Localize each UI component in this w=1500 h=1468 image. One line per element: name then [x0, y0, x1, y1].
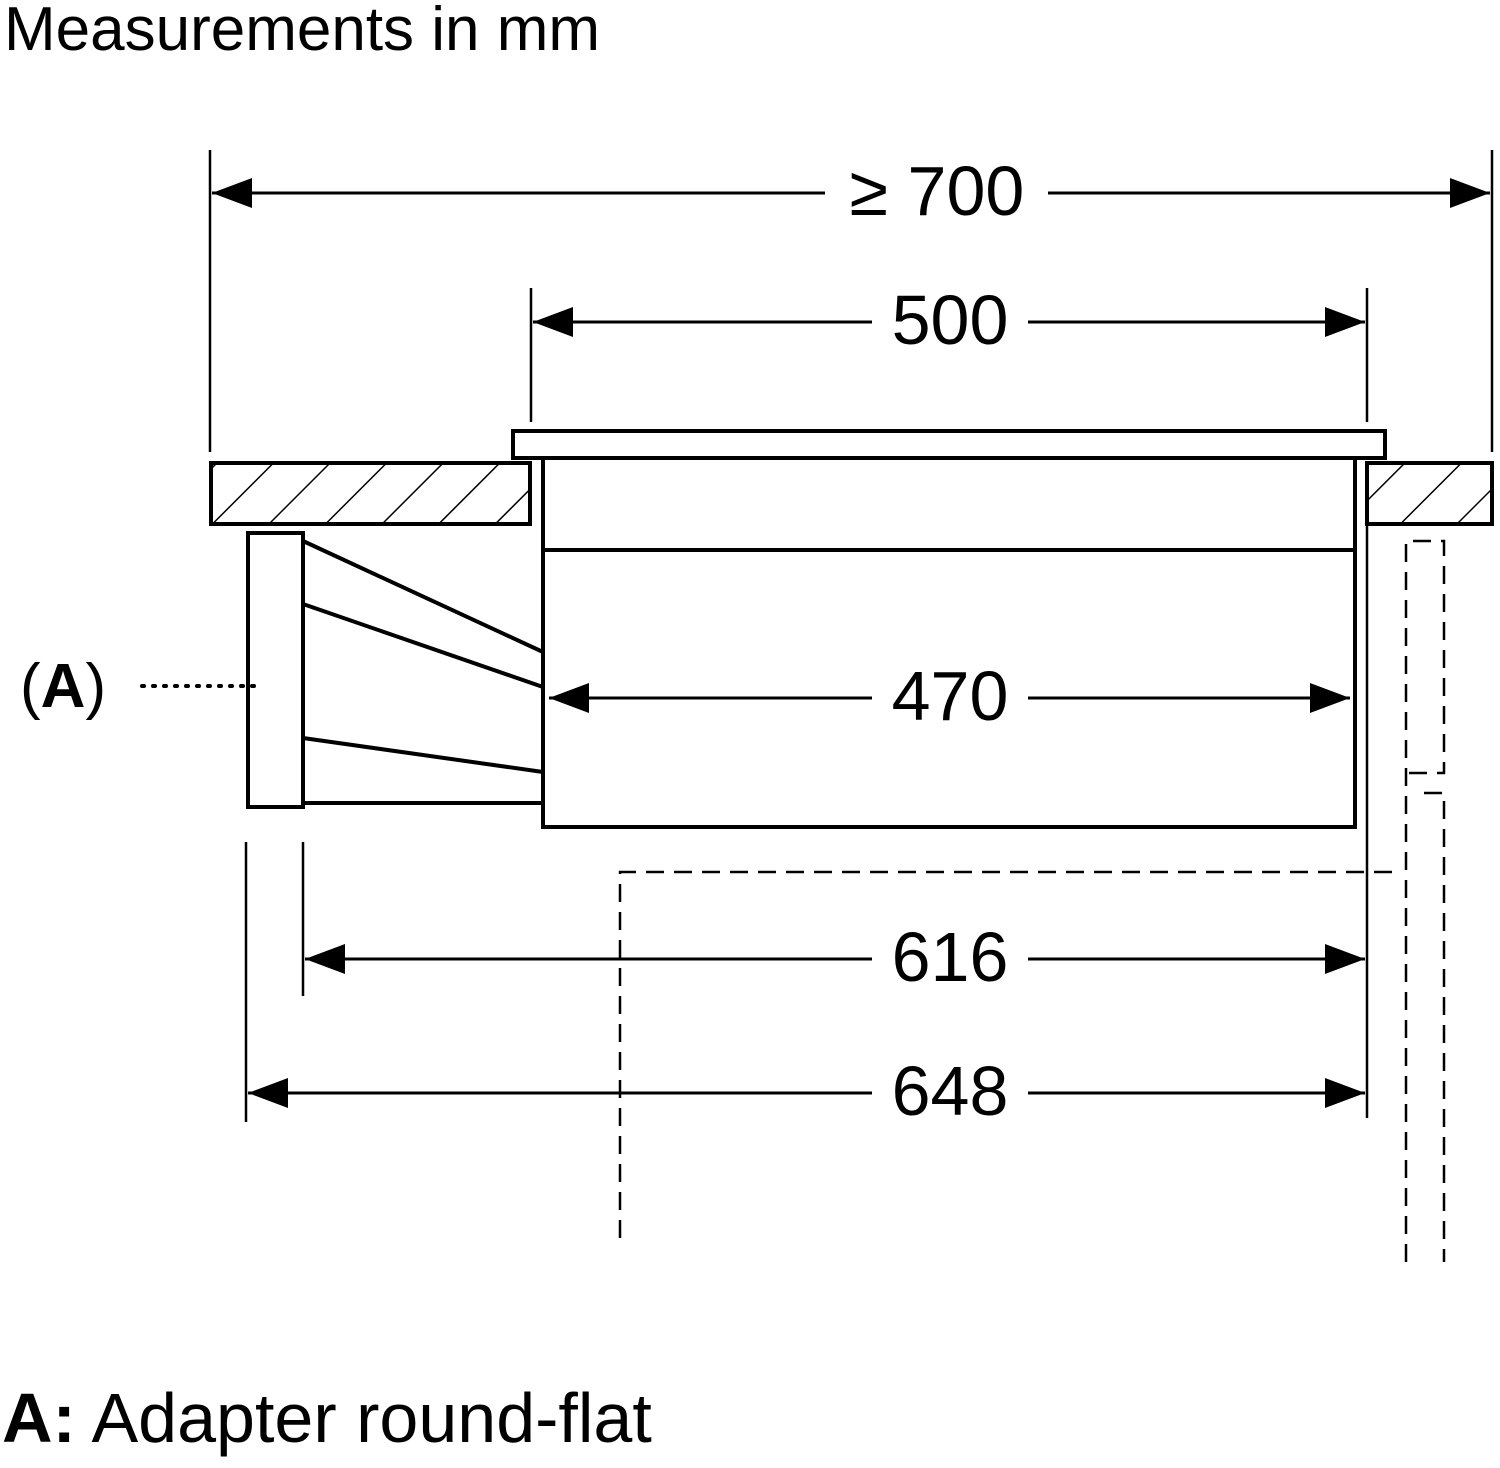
- worktop-left: [209, 461, 532, 526]
- legend-key: A:: [2, 1379, 76, 1457]
- worktop-right: [1365, 461, 1494, 526]
- dimension-overall-min-width: ≥ 700: [212, 152, 1490, 230]
- callout-label: (A): [20, 652, 106, 721]
- extension-lines: [208, 150, 1494, 1122]
- dimension-label-648: 648: [892, 1052, 1009, 1130]
- legend-text: Adapter round-flat: [91, 1379, 652, 1457]
- adapter-flange: [246, 531, 305, 809]
- dimension-label-470: 470: [892, 657, 1009, 735]
- dimension-depth-body: 616: [305, 918, 1365, 996]
- dimension-hob-top-width: 500: [533, 281, 1365, 359]
- dimension-housing-width: 470: [549, 657, 1350, 735]
- dimension-label-700: ≥ 700: [850, 152, 1025, 230]
- hob-top-plate: [511, 429, 1387, 460]
- adapter-body: [302, 539, 544, 805]
- dimension-label-500: 500: [892, 281, 1009, 359]
- dimension-label-616: 616: [892, 918, 1009, 996]
- page-title: Measurements in mm: [4, 0, 601, 64]
- callout-adapter: (A): [20, 652, 264, 721]
- hob-housing: [541, 456, 1357, 829]
- cabinet-dashed-outline: [618, 539, 1446, 1262]
- legend: A: Adapter round-flat: [2, 1378, 652, 1458]
- dimension-depth-flange: 648: [248, 1052, 1365, 1130]
